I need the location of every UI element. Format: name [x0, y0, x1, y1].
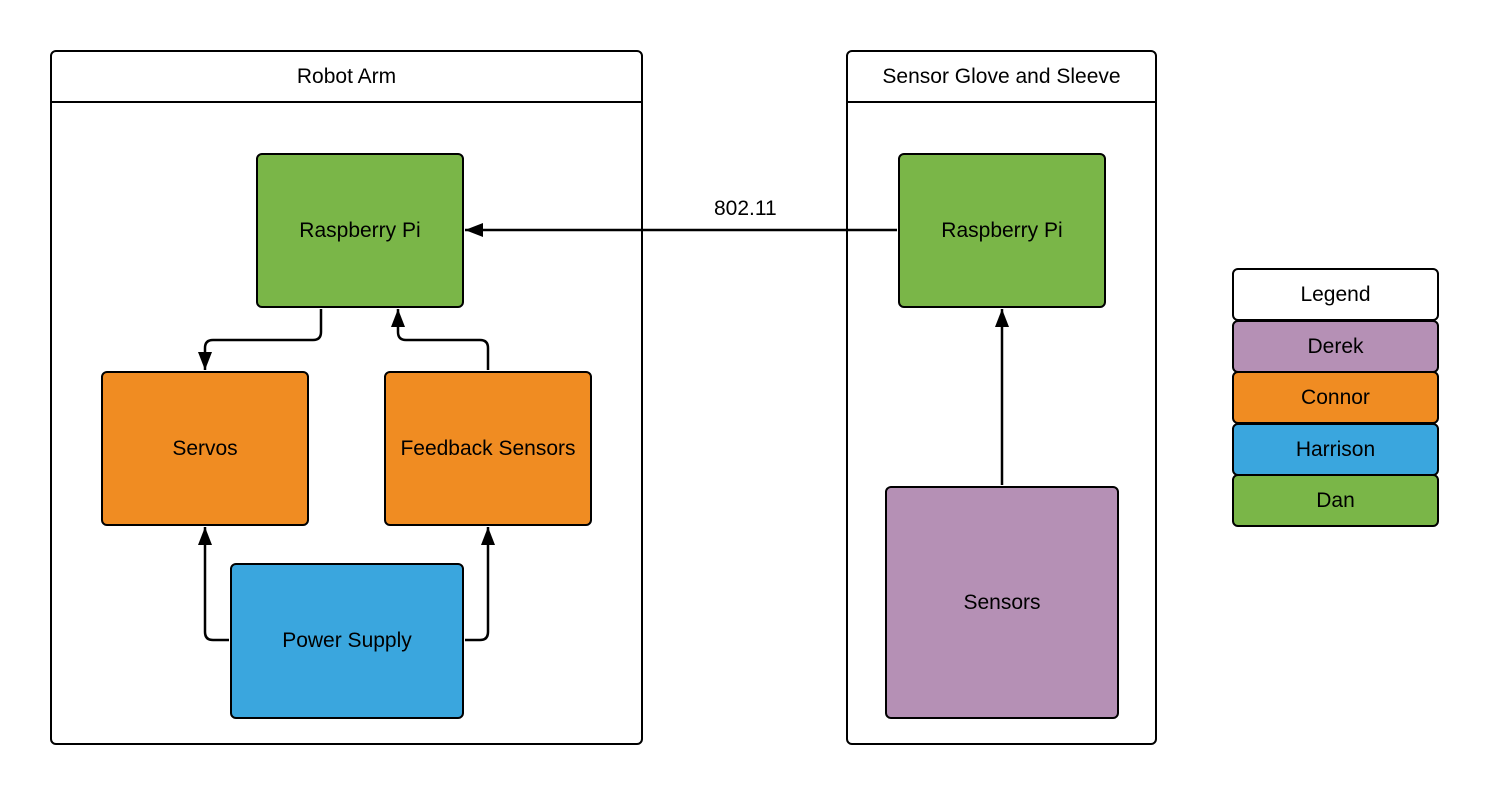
power-supply-node: Power Supply — [230, 563, 464, 719]
glove-raspberry-pi-node: Raspberry Pi — [898, 153, 1106, 308]
servos-node: Servos — [101, 371, 309, 526]
feedback-sensors-node: Feedback Sensors — [384, 371, 592, 526]
legend-title: Legend — [1232, 268, 1439, 321]
sensor-glove-title: Sensor Glove and Sleeve — [848, 52, 1155, 103]
sensors-node: Sensors — [885, 486, 1119, 719]
legend-entry-harrison: Harrison — [1232, 423, 1439, 476]
robot-arm-title: Robot Arm — [52, 52, 641, 103]
wireless-link-label: 802.11 — [714, 197, 777, 220]
arm-raspberry-pi-node: Raspberry Pi — [256, 153, 464, 308]
legend-entry-connor: Connor — [1232, 371, 1439, 424]
legend-entry-derek: Derek — [1232, 320, 1439, 373]
legend-entry-dan: Dan — [1232, 474, 1439, 527]
